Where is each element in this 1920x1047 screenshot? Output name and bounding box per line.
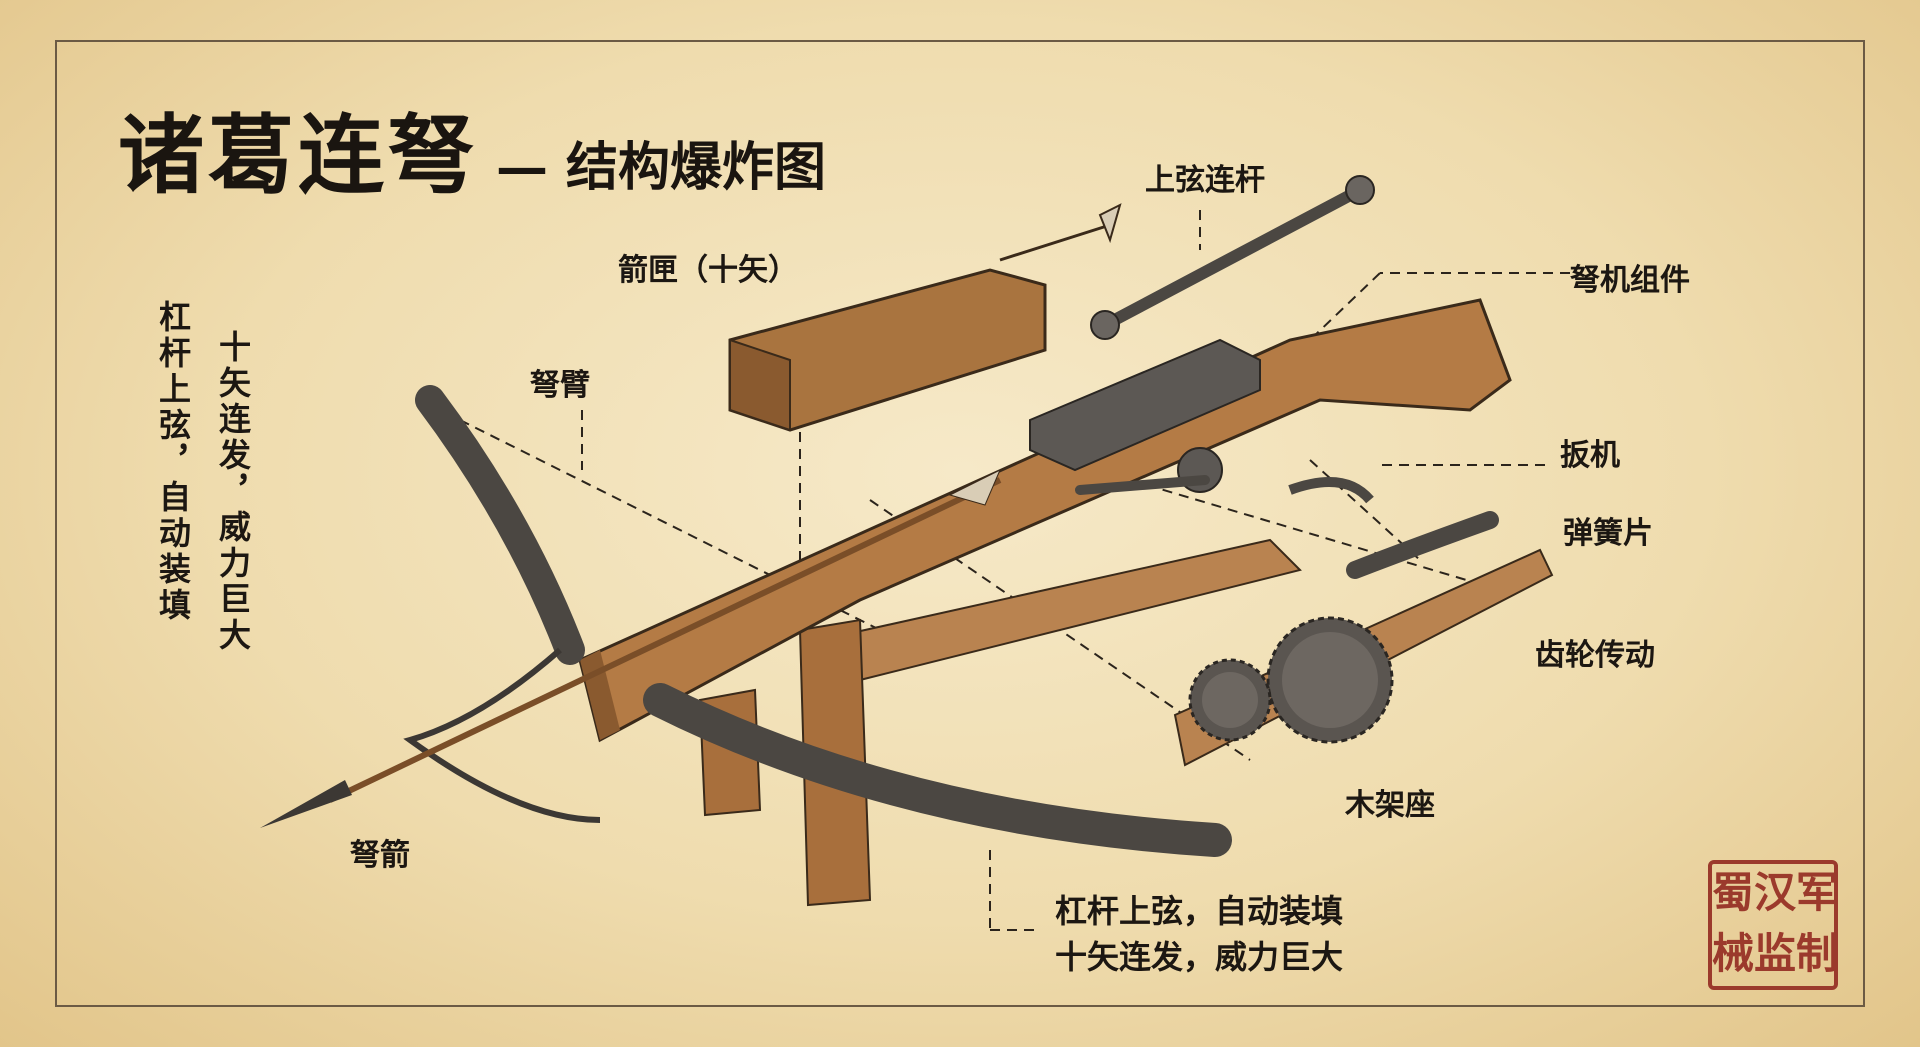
arrow-magazine [728, 203, 1122, 432]
label-magazine: 箭匣（十矢） [618, 253, 798, 288]
caption-line1: 杠杆上弦，自动装填 [1055, 892, 1344, 930]
title-main: 诸葛连弩 [118, 105, 478, 206]
gear-assembly [1188, 616, 1394, 744]
side-text-col2: 十矢连发，威力巨大 [214, 330, 252, 654]
seal-char: 械 [1712, 929, 1755, 978]
seal-char: 蜀 [1712, 868, 1755, 917]
seal-char: 军 [1796, 868, 1839, 917]
crossbow-bolt [260, 468, 1002, 828]
title-separator: — [496, 137, 548, 198]
trigger-piece [1288, 477, 1374, 504]
seal-char: 制 [1796, 929, 1839, 978]
label-draw-link: 上弦连杆 [1145, 163, 1265, 198]
page-title: 诸葛连弩 — 结构爆炸图 [118, 85, 826, 210]
label-bolt: 弩箭 [350, 838, 410, 873]
label-spring: 弹簧片 [1563, 516, 1653, 551]
title-sub: 结构爆炸图 [566, 137, 827, 198]
label-gear: 齿轮传动 [1535, 638, 1655, 673]
draw-link-rod [1090, 175, 1375, 340]
seal-stamp: 蜀 汉 军 械 监 制 [1708, 860, 1838, 990]
side-text-col1: 杠杆上弦，自动装填 [154, 300, 192, 624]
spring-piece [1346, 511, 1499, 579]
label-mechanism: 弩机组件 [1570, 263, 1690, 298]
label-trigger: 扳机 [1560, 438, 1620, 473]
bow-prod [403, 385, 1232, 857]
seal-char: 汉 [1754, 868, 1797, 917]
label-stand: 木架座 [1345, 788, 1435, 823]
seal-char: 监 [1754, 929, 1797, 978]
label-arm: 弩臂 [530, 368, 590, 403]
caption-line2: 十矢连发，威力巨大 [1055, 938, 1344, 976]
caption: 杠杆上弦，自动装填 十矢连发，威力巨大 [1055, 888, 1343, 980]
border-frame [55, 40, 1865, 1007]
trigger-mechanism [1029, 338, 1261, 495]
